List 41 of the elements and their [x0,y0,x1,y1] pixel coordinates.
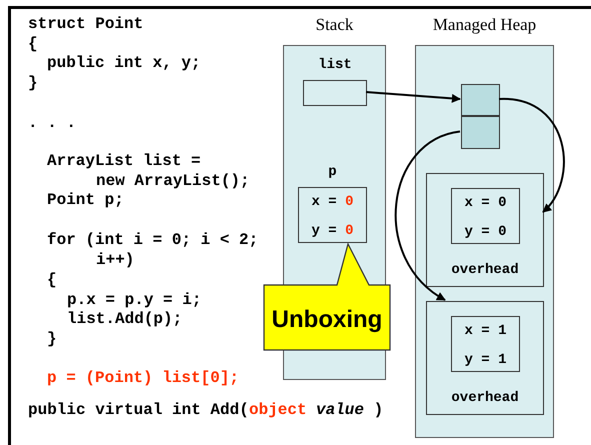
code-line: new ArrayList(); [96,172,250,190]
boxed-object [426,173,544,287]
code-line: value ) [316,401,384,419]
code-line: Point p; [47,191,124,209]
code-line: list.Add(p); [67,310,182,328]
code-line: for (int i = 0; i < 2; [47,231,258,249]
panel-title: Stack [316,15,354,35]
arrow [498,98,565,213]
callout-text: Unboxing [270,306,384,334]
overhead-label: overhead [451,262,519,278]
array-cell [461,116,500,149]
code-line: public virtual int Add( [28,401,249,419]
field-value: x = 0 [312,194,354,210]
code-line: { [28,35,38,53]
field-value: y = 0 [312,223,354,239]
code-line: . . . [28,114,76,132]
arrow [394,130,460,301]
code-line: object [249,401,307,419]
struct-box [451,316,520,372]
array-cell [461,84,500,116]
field-value: y = 0 [464,224,506,240]
arrow [366,91,461,103]
code-line: p = (Point) list[0]; [47,369,240,387]
code-line: i++) [96,251,134,269]
code-line: } [28,74,38,92]
panel-title: Managed Heap [432,15,536,35]
overhead-label: overhead [451,390,519,406]
field-value: y = 1 [464,352,506,368]
code-line: ArrayList list = [47,152,201,170]
code-line: { [47,271,57,289]
field-value: x = 1 [464,323,506,339]
variable-name: list [318,57,352,73]
code-line: } [47,330,57,348]
struct-box [451,188,520,244]
code-line: public int x, y; [47,54,201,72]
code-line: struct Point [28,15,144,33]
variable-name: p [328,164,337,180]
field-value: x = 0 [464,195,506,211]
boxed-object [426,301,544,415]
code-line: p.x = p.y = i; [67,291,202,309]
callout-bubble [263,243,391,351]
